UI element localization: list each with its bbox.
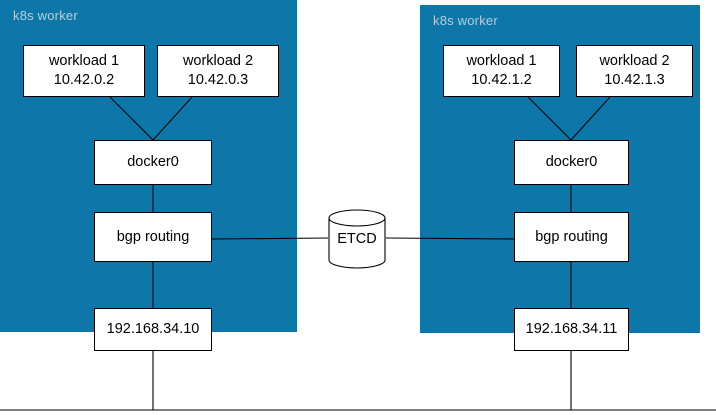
node-right-workload-1[interactable]: workload 1 10.42.1.2 [443, 45, 560, 97]
node-left-workload-2[interactable]: workload 2 10.42.0.3 [157, 45, 279, 97]
node-title: bgp routing [535, 228, 608, 245]
node-ip: 10.42.1.3 [604, 72, 665, 88]
node-title: workload 1 [466, 53, 537, 70]
node-ip: 10.42.0.2 [53, 72, 115, 88]
node-right-docker0[interactable]: docker0 [514, 140, 629, 185]
node-title: 192.168.34.11 [525, 321, 618, 338]
node-left-docker0[interactable]: docker0 [94, 140, 212, 185]
node-title: workload 2 [182, 53, 254, 70]
node-title: docker0 [545, 154, 598, 171]
node-title: workload 2 [599, 53, 670, 70]
zone-label-right: k8s worker [433, 13, 498, 28]
node-left-bgp-routing[interactable]: bgp routing [94, 212, 212, 262]
node-ip: 10.42.1.2 [471, 72, 532, 88]
node-title: bgp routing [116, 228, 190, 245]
node-title: workload 1 [48, 53, 120, 70]
node-right-bgp-routing[interactable]: bgp routing [514, 212, 629, 262]
node-left-host-ip[interactable]: 192.168.34.10 [94, 308, 212, 351]
database-cylinder-icon [328, 209, 386, 269]
node-title: docker0 [127, 154, 179, 171]
node-left-workload-1[interactable]: workload 1 10.42.0.2 [23, 45, 145, 97]
node-right-host-ip[interactable]: 192.168.34.11 [514, 308, 629, 351]
zone-label-left: k8s worker [13, 8, 78, 23]
node-title: 192.168.34.10 [106, 321, 200, 338]
node-right-workload-2[interactable]: workload 2 10.42.1.3 [576, 45, 693, 97]
etcd-datastore[interactable]: ETCD [328, 209, 386, 269]
node-ip: 10.42.0.3 [187, 72, 249, 88]
